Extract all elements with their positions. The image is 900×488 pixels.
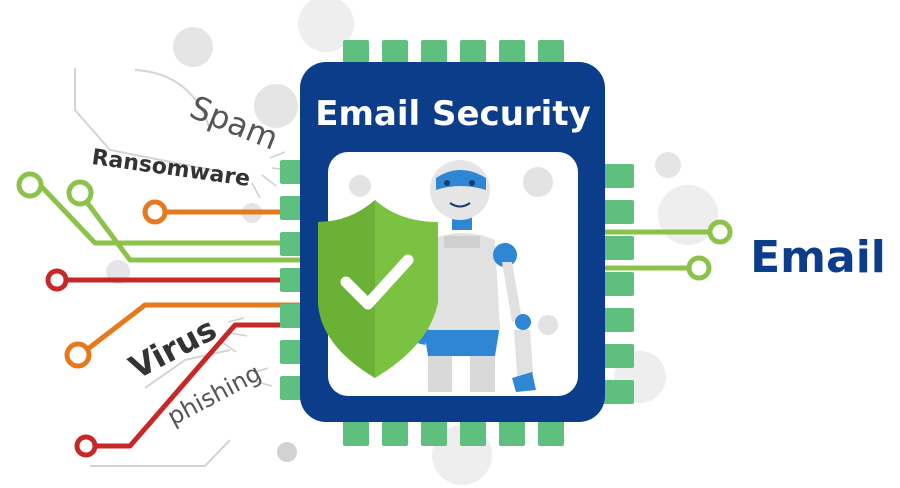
green-node-1: [16, 171, 44, 199]
decorative-grey-lines: [74, 68, 231, 467]
input-line-nodes: [16, 171, 168, 458]
output-lines: [600, 229, 710, 271]
orange-node-2: [64, 341, 92, 369]
chip-title: Email Security: [315, 94, 591, 134]
spark-lines: [221, 151, 289, 387]
panel-bubbles: [349, 167, 558, 335]
threat-label-ransomware: Ransomware: [90, 145, 251, 192]
checkmark-icon: [340, 254, 414, 310]
green-node-2: [66, 179, 94, 207]
shield-icon: [318, 200, 438, 378]
green-line-2: [77, 191, 305, 263]
robot-icon: [396, 160, 536, 392]
orange-node-1: [142, 199, 168, 225]
red-node-1: [45, 268, 69, 292]
red-node-2: [74, 434, 98, 458]
output-line-nodes: [686, 219, 733, 281]
threat-label-phishing: phishing: [163, 359, 266, 432]
threat-label-virus: Virus: [123, 310, 223, 387]
orange-line-2: [78, 302, 305, 357]
output-node-2: [686, 255, 712, 281]
output-node-1: [707, 219, 733, 245]
red-line-2: [88, 322, 305, 449]
output-label-email: Email: [750, 232, 886, 283]
